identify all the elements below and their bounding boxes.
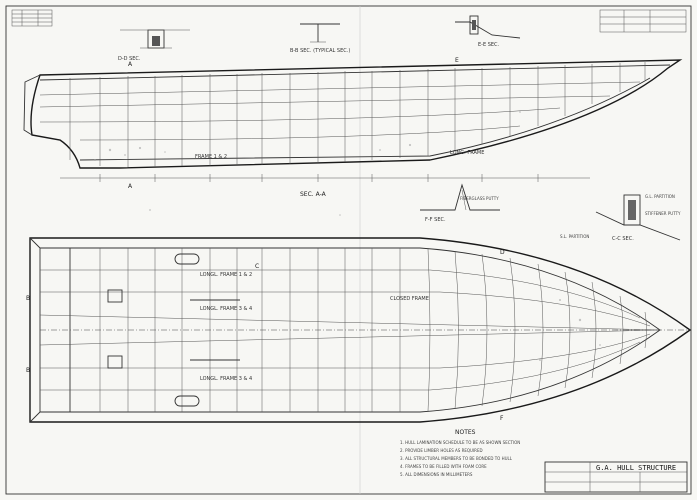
scan-noise xyxy=(94,111,601,361)
detail-ee: E-E SEC. xyxy=(455,15,521,48)
callout-fiberglass-putty: FIBERGLASS PUTTY xyxy=(460,196,499,201)
section-mark: B xyxy=(26,367,30,374)
callout-frame: FRAME 1 & 2 xyxy=(195,154,227,160)
note-line: 1. HULL LAMINATION SCHEDULE TO BE AS SHO… xyxy=(400,440,520,445)
section-mark: C xyxy=(255,263,259,270)
dd-sec-label: D-D SEC. xyxy=(118,56,141,62)
section-mark: A xyxy=(128,61,133,68)
section-mark: A xyxy=(128,183,133,190)
detail-dd: D-D SEC. xyxy=(118,29,190,62)
section-mark: D xyxy=(500,249,505,256)
plan-frames xyxy=(99,248,647,412)
callout-closed-frame: CLOSED FRAME xyxy=(390,296,429,302)
top-title-block xyxy=(599,9,687,33)
note-line: 4. FRAMES TO BE FILLED WITH FOAM CORE xyxy=(400,464,487,469)
revision-table xyxy=(11,9,53,27)
callout-long-frame: LONG. FRAME xyxy=(450,150,484,156)
bb-sec-label: B-B SEC. (TYPICAL SEC.) xyxy=(290,48,350,54)
detail-ff: F-F SEC. FIBERGLASS PUTTY xyxy=(420,183,500,223)
section-mark: E xyxy=(455,57,459,64)
detail-bb: B-B SEC. (TYPICAL SEC.) xyxy=(290,23,350,54)
drawing-title: G.A. HULL STRUCTURE xyxy=(596,464,676,472)
tank-opening xyxy=(174,253,200,265)
notes-heading: NOTES xyxy=(455,429,476,436)
ff-sec-label: F-F SEC. xyxy=(425,217,446,223)
plan-view: B B C D F LONGL. FRAME 1 & 2 LONGL. FRAM… xyxy=(26,237,692,423)
callout-longl-frame-1: LONGL. FRAME 1 & 2 xyxy=(200,272,252,278)
section-mark: F xyxy=(500,415,504,422)
hatch-opening xyxy=(107,355,123,369)
profile-frames xyxy=(69,62,646,167)
sec-aa-label: SEC. A-A xyxy=(300,191,327,198)
tank-opening xyxy=(174,395,200,407)
detail-cc: C-C SEC. G.L. PARTITION S.L. PARTITION S… xyxy=(560,194,681,242)
hatch-opening xyxy=(107,289,123,303)
notes-block: NOTES 1. HULL LAMINATION SCHEDULE TO BE … xyxy=(400,429,520,477)
profile-view: A A E SEC. A-A FRAME 1 & 2 LONG. FRAME xyxy=(23,57,683,198)
section-mark: B xyxy=(26,295,30,302)
plan-longitudinals xyxy=(39,269,661,391)
note-line: 5. ALL DIMENSIONS IN MILLIMETERS xyxy=(400,472,473,477)
note-line: 3. ALL STRUCTURAL MEMBERS TO BE BONDED T… xyxy=(400,456,513,461)
callout-longl-frame-3-port: LONGL. FRAME 3 & 4 xyxy=(200,376,252,382)
callout-longl-frame-3: LONGL. FRAME 3 & 4 xyxy=(200,306,252,312)
profile-hull-outline xyxy=(30,59,683,169)
bottom-title-block: G.A. HULL STRUCTURE xyxy=(544,461,688,493)
callout-stiffener-putty: STIFFENER PUTTY xyxy=(645,211,681,216)
cc-sec-label: C-C SEC. xyxy=(612,236,634,242)
callout-sl-partition: S.L. PARTITION xyxy=(560,234,589,239)
sheet-border xyxy=(5,5,692,495)
callout-gl-partition: G.L. PARTITION xyxy=(645,194,675,199)
note-line: 2. PROVIDE LIMBER HOLES AS REQUIRED xyxy=(400,448,483,453)
ee-sec-label: E-E SEC. xyxy=(478,42,500,48)
